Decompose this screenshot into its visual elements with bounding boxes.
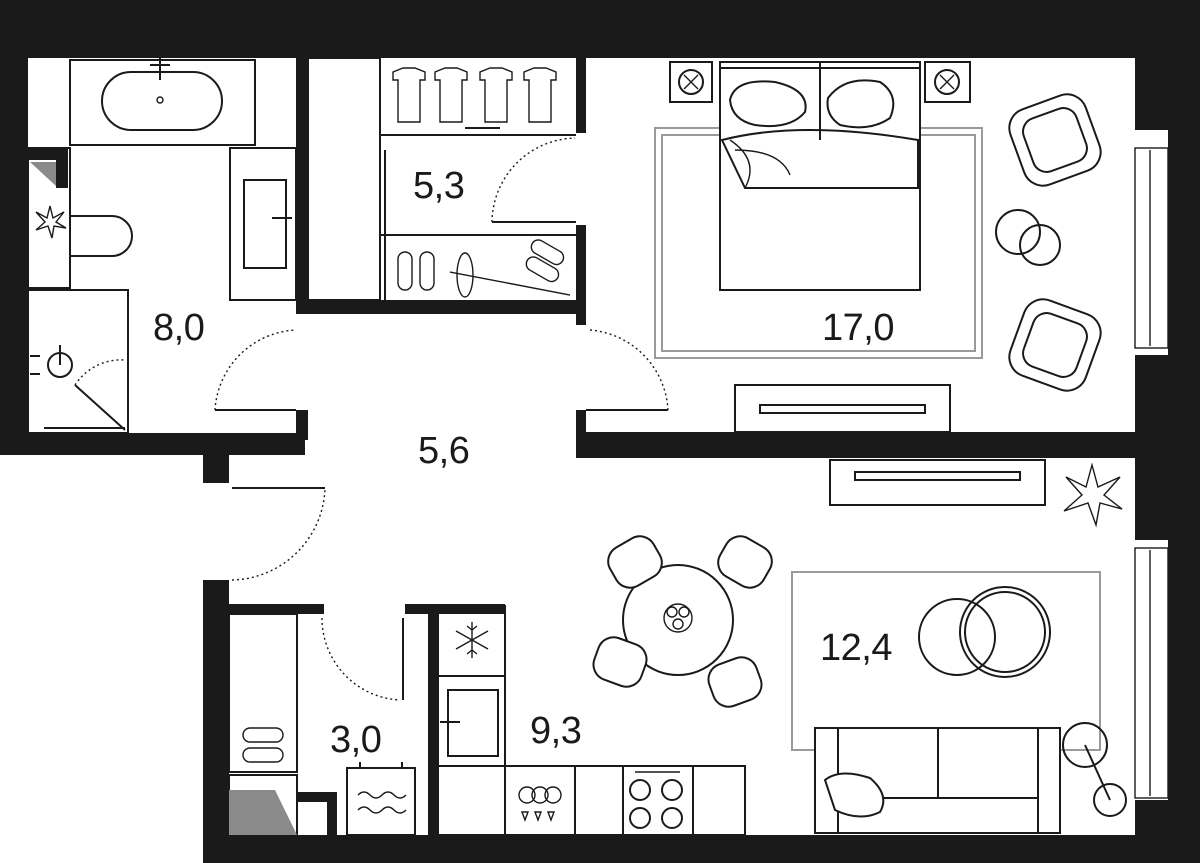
room-area-bedroom: 17,0 [822,307,894,349]
living-fixtures [592,459,1169,834]
room-area-storage: 3,0 [330,719,381,761]
kitchen-fixtures [437,605,746,836]
bathroom-fixtures [27,58,297,434]
bedroom-fixtures [586,61,1169,433]
room-area-wardrobe: 5,3 [413,165,464,207]
storage-fixtures [228,613,416,836]
room-area-bathroom: 8,0 [153,307,204,349]
room-area-kitchen: 9,3 [530,710,581,752]
wardrobe-fixtures [307,57,576,301]
room-area-living: 12,4 [820,627,892,669]
area-labels: 8,0 5,3 17,0 5,6 12,4 3,0 9,3 [153,165,894,761]
room-area-hall: 5,6 [418,430,469,472]
hall-fixtures [214,329,326,581]
